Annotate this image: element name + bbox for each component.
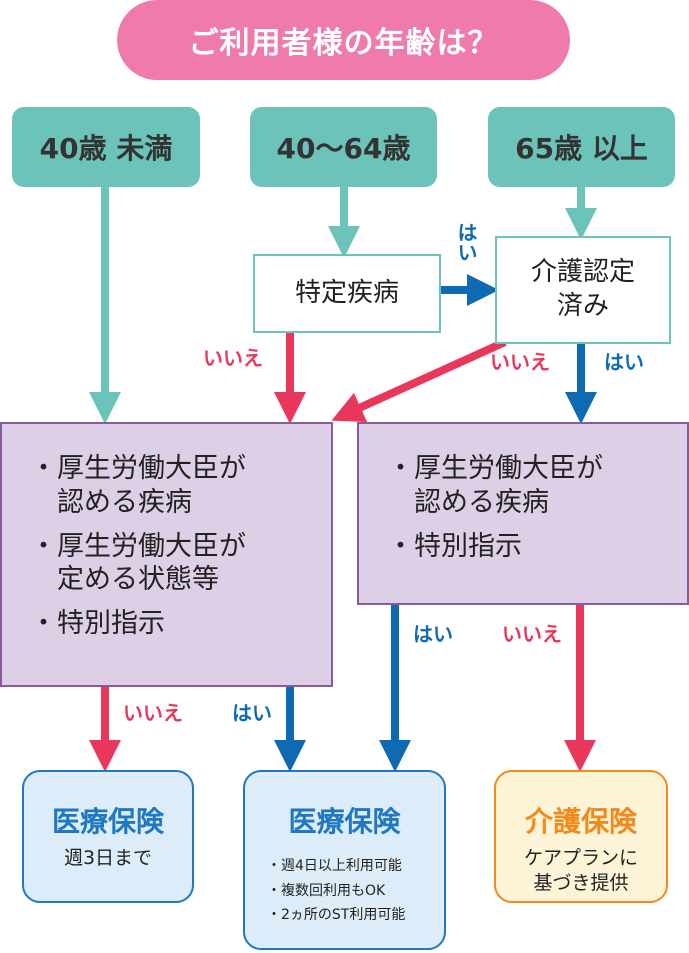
result-bullet: ・複数回利用もOK — [267, 882, 386, 899]
condition-item: ・厚生労働大臣が 定める状態等 — [30, 530, 246, 596]
label-no: いいえ — [203, 346, 263, 370]
age-40-64: 40〜64歳 — [250, 107, 437, 187]
result-bullet: ・2ヵ所のST利用可能 — [267, 907, 406, 923]
arrow-nintei-no — [331, 338, 507, 422]
label-no: いいえ — [490, 350, 550, 374]
result-sub: 週3日まで — [63, 847, 153, 869]
label-yes: はい — [454, 222, 478, 262]
condition-item: ・特別指示 — [387, 530, 522, 562]
condition-item: ・厚生労働大臣が 認める疾病 — [30, 453, 246, 518]
label-yes: はい — [232, 701, 272, 725]
condition-item: ・厚生労働大臣が 認める疾病 — [387, 453, 603, 518]
result-title: 医療保険 — [288, 805, 401, 838]
nintei-box: 介護認定 済み — [495, 236, 671, 344]
age-65-over: 65歳 以上 — [488, 107, 675, 187]
result-medical-4days: 医療保険 ・週4日以上利用可能 ・複数回利用もOK ・2ヵ所のST利用可能 — [243, 770, 446, 950]
result-medical-3days: 医療保険 週3日まで — [22, 770, 194, 903]
label-no: いいえ — [123, 701, 183, 725]
condition-item: ・特別指示 — [30, 608, 165, 639]
result-bullet: ・週4日以上利用可能 — [267, 858, 402, 874]
label-no: いいえ — [502, 622, 562, 646]
age-under-40: 40歳 未満 — [12, 107, 200, 187]
label-yes: はい — [413, 622, 453, 646]
condition-box-right: ・厚生労働大臣が 認める疾病 ・特別指示 — [357, 422, 689, 605]
result-sub: ケアプランに 基づき提供 — [523, 847, 638, 894]
tokutei-box: 特定疾病 — [253, 254, 441, 333]
label-yes: はい — [604, 350, 644, 374]
question-title: ご利用者様の年齢は？ — [117, 0, 570, 80]
result-care: 介護保険 ケアプランに 基づき提供 — [494, 770, 668, 903]
result-title: 医療保険 — [51, 805, 164, 838]
condition-box-left: ・厚生労働大臣が 認める疾病 ・厚生労働大臣が 定める状態等 ・特別指示 — [0, 422, 333, 687]
result-title: 介護保険 — [524, 805, 637, 838]
